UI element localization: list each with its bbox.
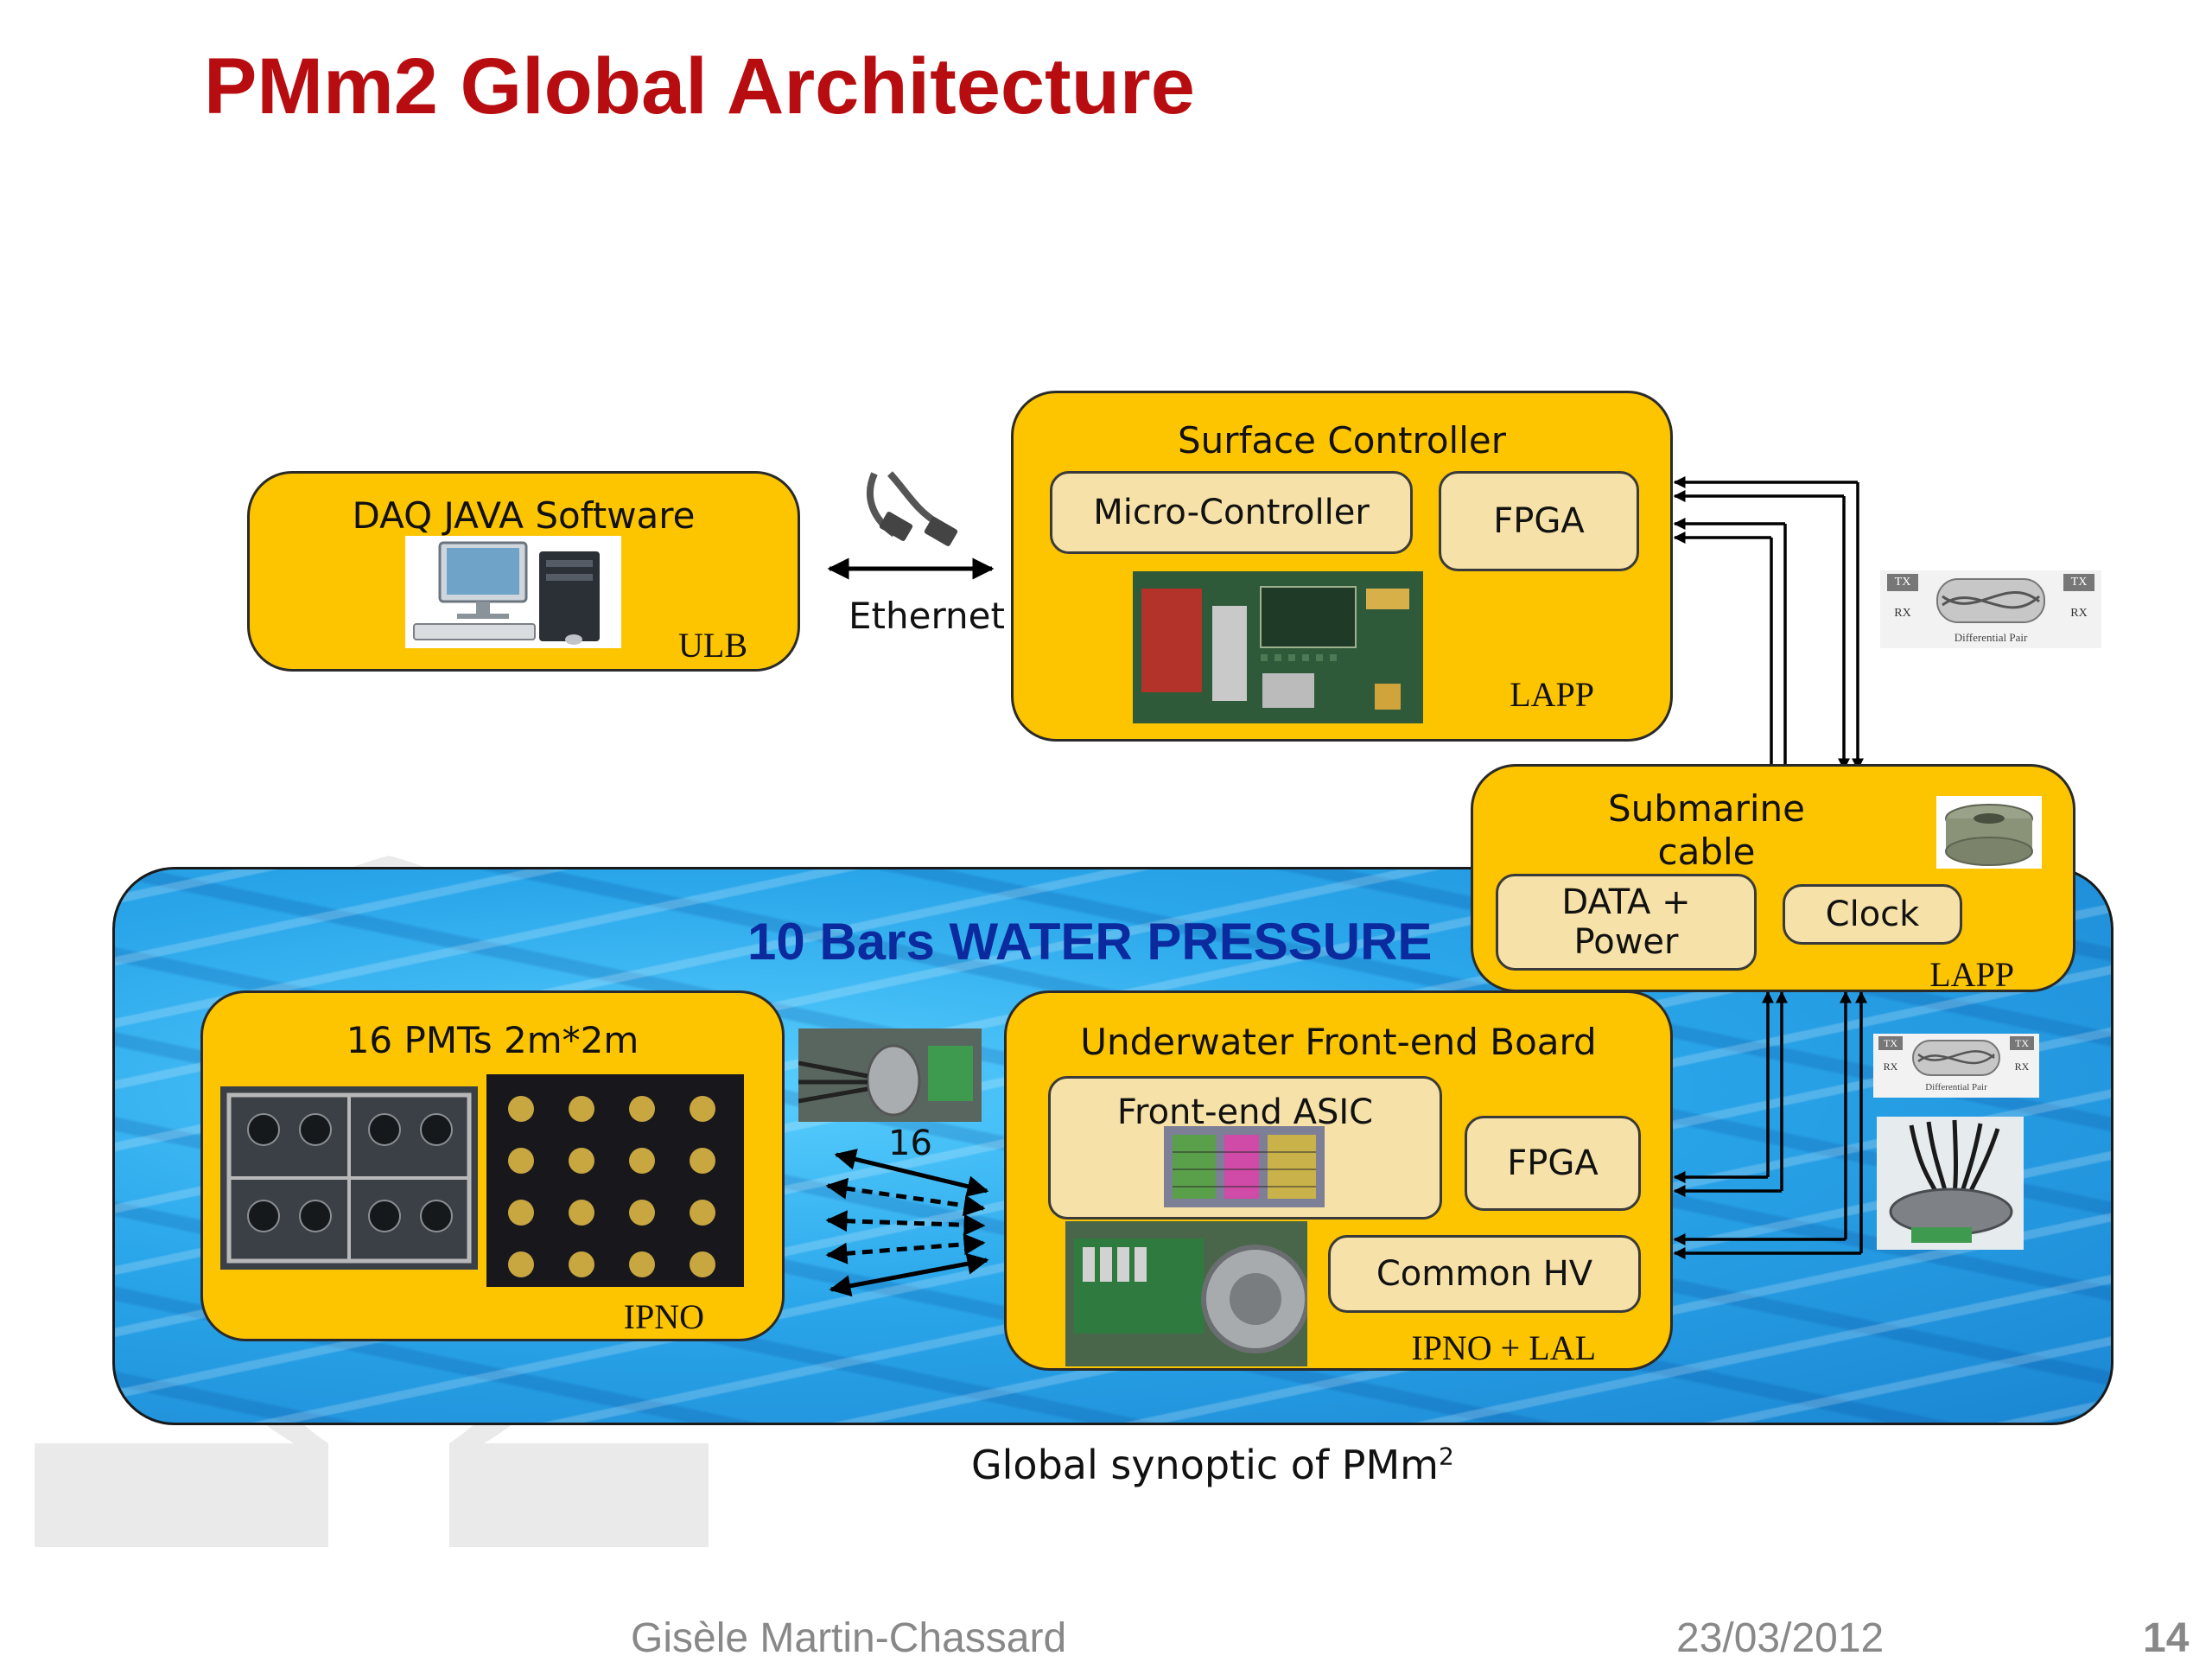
- frontend-board-icon: [1065, 1221, 1307, 1366]
- daq-title: DAQ JAVA Software: [352, 494, 696, 537]
- cable-org: LAPP: [1929, 955, 2014, 994]
- pmt-count-label: 16: [888, 1124, 932, 1163]
- frontend-board-image: [1065, 1221, 1307, 1366]
- diffpair-bottom-rx-left: RX: [1883, 1060, 1898, 1073]
- data-power-block: DATA + Power: [1496, 874, 1757, 971]
- water-pressure-title: 10 Bars WATER PRESSURE: [747, 913, 1433, 971]
- desktop-computer-icon: [413, 541, 600, 645]
- diffpair-bottom-tx-right: TX: [2010, 1036, 2034, 1050]
- surface-cable-links: [1673, 476, 1864, 771]
- diffpair-bottom-label: Differential Pair: [1925, 1082, 1987, 1092]
- subsea-connector-image: [1877, 1117, 2024, 1250]
- frontend-fpga-block: FPGA: [1465, 1116, 1641, 1211]
- data-power-line1: DATA +: [1561, 882, 1691, 922]
- submarine-cable-title-line1: Submarine cable: [1608, 787, 1805, 873]
- pmt-frame-icon: [220, 1086, 478, 1270]
- diffpair-bottom-tx-left: TX: [1878, 1036, 1903, 1050]
- surface-org: LAPP: [1510, 675, 1594, 714]
- diffpair-top-rx-left: RX: [1894, 607, 1911, 620]
- pmts-box: 16 PMTs 2m*2m IPNO: [200, 990, 785, 1341]
- frontend-title: Underwater Front-end Board: [1080, 1021, 1597, 1063]
- frontend-fpga-label: FPGA: [1507, 1143, 1599, 1183]
- pmt-panel-image: [486, 1074, 744, 1287]
- footer-date: 23/03/2012: [1676, 1615, 1885, 1661]
- footer-author: Gisèle Martin-Chassard: [631, 1615, 1067, 1661]
- diffpair-bottom-rx-right: RX: [2014, 1060, 2030, 1073]
- submarine-cable-box: Submarine cable 100m DATA + Power Clock …: [1471, 764, 2075, 994]
- twisted-pair-cable-icon: [1936, 578, 2045, 623]
- common-hv-block: Common HV: [1328, 1235, 1641, 1313]
- asic-die-image: [1164, 1126, 1325, 1207]
- frontend-board-box: Underwater Front-end Board Front-end ASI…: [1004, 990, 1673, 1371]
- diffpair-top-tx-left: TX: [1887, 574, 1918, 591]
- clock-label: Clock: [1825, 895, 1920, 934]
- surface-fpga-block: FPGA: [1439, 471, 1639, 571]
- pmt-panel-icon: [486, 1074, 744, 1287]
- diagram-caption: Global synoptic of PMm2: [971, 1442, 1454, 1488]
- pmt-frame-image: [220, 1086, 478, 1270]
- diffpair-top-label: Differential Pair: [1954, 631, 2028, 644]
- caption-text: Global synoptic of PMm: [971, 1442, 1439, 1488]
- surface-fpga-label: FPGA: [1493, 501, 1585, 541]
- daq-software-box: DAQ JAVA Software ULB: [247, 471, 800, 672]
- data-power-line2: Power: [1573, 922, 1679, 962]
- asic-die-icon: [1164, 1126, 1325, 1207]
- cable-spool-icon: [1945, 804, 2033, 866]
- frontend-org: IPNO + LAL: [1411, 1328, 1596, 1367]
- micro-controller-block: Micro-Controller: [1050, 471, 1413, 554]
- frontend-asic-label: Front-end ASIC: [1116, 1092, 1374, 1132]
- common-hv-label: Common HV: [1376, 1254, 1593, 1294]
- slide-title: PMm2 Global Architecture: [204, 42, 1195, 131]
- diffpair-top-tx-right: TX: [2063, 574, 2094, 591]
- daq-org: ULB: [678, 626, 747, 665]
- caption-superscript: 2: [1438, 1442, 1454, 1471]
- computer-image: [405, 536, 621, 648]
- surface-controller-title: Surface Controller: [1178, 419, 1506, 462]
- micro-controller-label: Micro-Controller: [1093, 493, 1370, 532]
- page-number: 14: [2143, 1615, 2190, 1661]
- subsea-connector-icon: [1877, 1117, 2024, 1250]
- surface-board-image: [1133, 571, 1423, 723]
- ethernet-label: Ethernet: [849, 595, 1005, 637]
- twisted-pair-cable-small-icon: [1912, 1040, 2000, 1076]
- circuit-board-icon: [1133, 571, 1423, 723]
- diffpair-top-rx-right: RX: [2070, 607, 2088, 620]
- ethernet-cable-icon: [866, 471, 958, 546]
- connector-flange-icon: [798, 1028, 982, 1122]
- pmts-title: 16 PMTs 2m*2m: [346, 1019, 639, 1061]
- cable-spool-image: [1936, 796, 2042, 869]
- clock-block: Clock: [1783, 884, 1962, 945]
- differential-pair-top: TX RX TX RX Differential Pair: [1880, 570, 2101, 648]
- surface-controller-box: Surface Controller Micro-Controller FPGA…: [1011, 391, 1673, 742]
- pmts-org: IPNO: [623, 1297, 704, 1336]
- differential-pair-bottom: TX RX TX RX Differential Pair: [1873, 1034, 2039, 1098]
- pmt-connector-image: [798, 1028, 982, 1122]
